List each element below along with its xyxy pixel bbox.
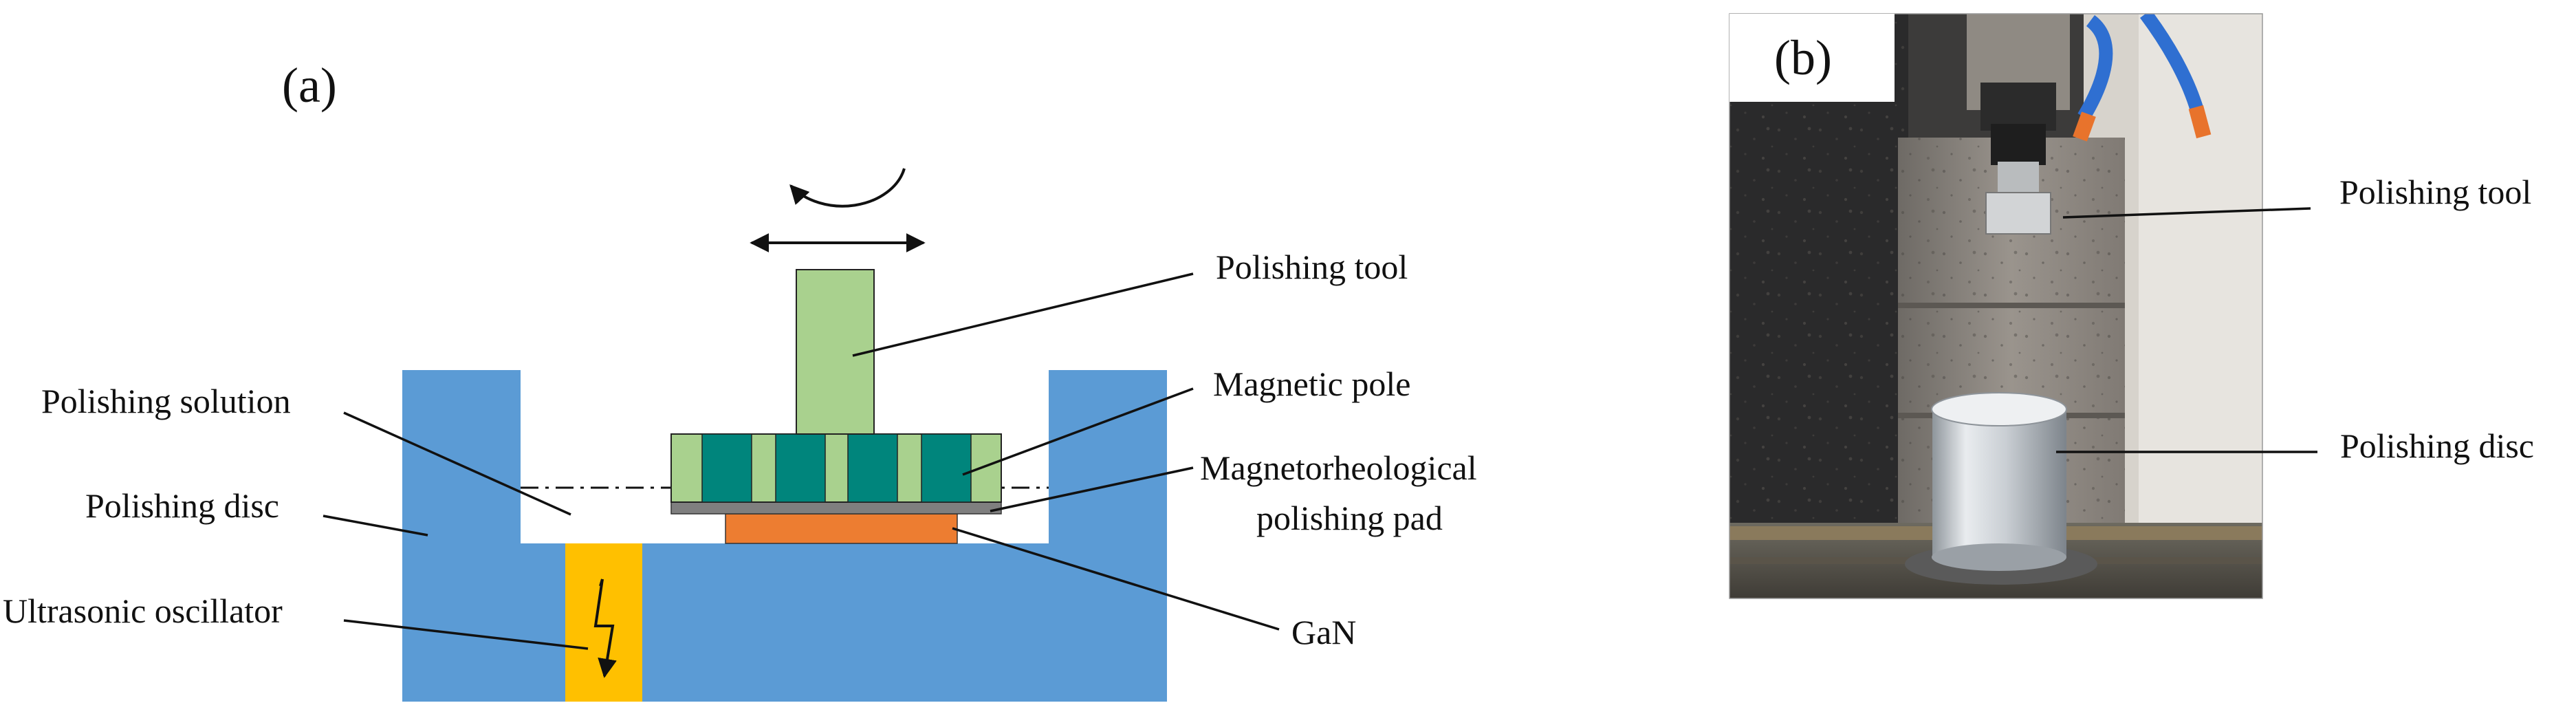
gan-workpiece-shape <box>725 513 958 544</box>
ultrasonic-oscillator-shape <box>565 543 642 702</box>
label-polishing-solution: Polishing solution <box>41 382 291 420</box>
panel-b-label-box <box>1729 14 1895 102</box>
label-photo-polishing-disc: Polishing disc <box>2340 426 2534 465</box>
leader-polishing-solution <box>343 411 571 516</box>
label-mr-pad-line1: Magnetorheological <box>1200 448 1477 487</box>
label-ultrasonic-oscillator: Ultrasonic oscillator <box>3 592 283 630</box>
label-photo-polishing-tool: Polishing tool <box>2339 173 2531 211</box>
magnetic-pole-shape <box>670 433 1002 503</box>
photo-frame <box>1729 13 2263 599</box>
leader-magnetic-pole <box>962 387 1194 476</box>
label-polishing-disc: Polishing disc <box>85 486 279 525</box>
leader-photo-polishing-tool <box>2062 207 2311 219</box>
leader-polishing-tool <box>852 272 1194 357</box>
label-magnetic-pole: Magnetic pole <box>1213 365 1410 403</box>
leader-polishing-disc <box>323 515 428 537</box>
panel-b-label: (b) <box>1774 30 1832 85</box>
label-polishing-tool: Polishing tool <box>1216 248 1408 286</box>
panel-b: (b) Polishing tool Polishing disc <box>1729 13 2534 599</box>
rotation-arrow-icon <box>789 168 906 208</box>
panel-a-label: (a) <box>282 58 337 113</box>
label-gan: GaN <box>1291 613 1356 651</box>
panel-a: (a) <box>3 58 1477 702</box>
polishing-disc-shape <box>402 370 1167 702</box>
leader-gan <box>952 527 1280 631</box>
polishing-tool-shape <box>796 269 875 435</box>
leader-mr-pad <box>990 466 1194 512</box>
mr-pad-shape <box>670 501 1002 515</box>
label-mr-pad-line2: polishing pad <box>1256 499 1443 537</box>
machine-photo <box>1729 14 2262 598</box>
leader-ultrasonic-oscillator <box>343 619 589 650</box>
